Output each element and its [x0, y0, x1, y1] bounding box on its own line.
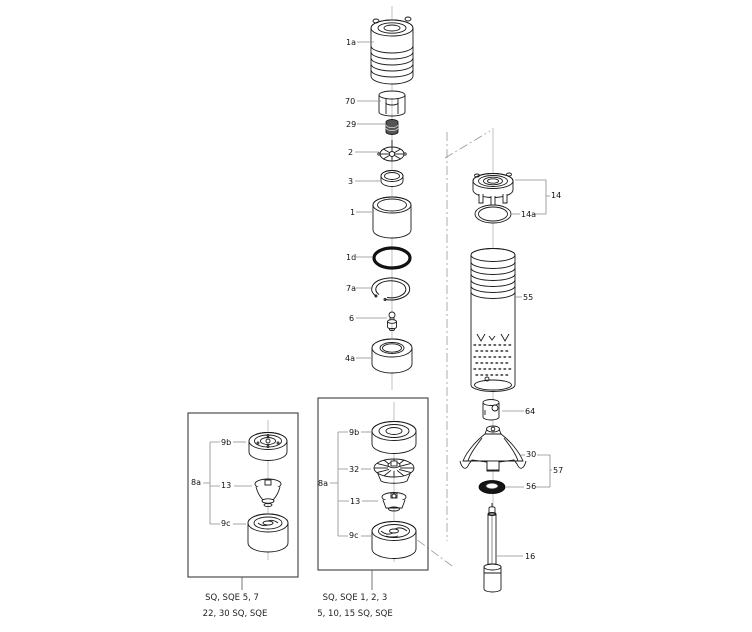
part-label-3: 3 [348, 177, 354, 186]
part-9b-bearing-middle [371, 421, 417, 454]
part-4a-seal-ring [371, 338, 413, 374]
part-label-1a: 1a [346, 38, 356, 47]
part-29-knurled-plug [385, 119, 399, 135]
bracket-middle-8a [330, 431, 378, 537]
part-label-30: 30 [526, 450, 537, 459]
caption-middle-models-line1: SQ, SQE 1, 2, 3 [322, 593, 388, 603]
part-14-flange [472, 172, 514, 207]
part-2-impeller-disc [377, 140, 407, 162]
part-label-left-13: 13 [221, 481, 232, 490]
caption-left-models-line2: 22, 30 SQ, SQE [202, 609, 268, 619]
part-label-56: 56 [526, 482, 537, 491]
part-16-shaft [483, 503, 502, 593]
caption-ticks [241, 570, 373, 590]
part-label-70: 70 [345, 97, 356, 106]
part-label-2: 2 [348, 148, 354, 157]
part-label-55: 55 [523, 293, 534, 302]
part-7a-snap-ring [371, 277, 411, 301]
part-label-mid-13: 13 [350, 497, 361, 506]
part-32-vane-impeller [373, 458, 415, 484]
part-label-mid-9c: 9c [349, 531, 359, 540]
part-label-16: 16 [525, 552, 536, 561]
part-13-impeller-left [254, 478, 282, 508]
part-label-left-9b: 9b [221, 438, 232, 447]
leader-lines-right [497, 296, 552, 557]
part-label-4a: 4a [345, 354, 355, 363]
part-9c-chamber-middle [371, 521, 417, 559]
part-6-valve [387, 311, 397, 331]
part-label-29: 29 [346, 120, 357, 129]
part-label-mid-32: 32 [349, 465, 360, 474]
part-label-14a: 14a [521, 210, 537, 219]
part-1a-pump-head [370, 16, 414, 85]
centerlines [267, 6, 494, 565]
part-3-ring [380, 170, 404, 187]
part-14a-o-ring [474, 204, 512, 224]
part-label-7a: 7a [346, 284, 356, 293]
part-1-cylinder [372, 196, 412, 239]
part-label-64: 64 [525, 407, 536, 416]
part-1d-o-ring [372, 246, 412, 270]
part-9c-chamber-left [247, 513, 289, 553]
part-label-6: 6 [349, 314, 355, 323]
part-55-motor-sleeve [470, 248, 516, 392]
part-label-1d: 1d [346, 253, 357, 262]
part-64-coupling [482, 399, 500, 421]
caption-middle-models-line2: 5, 10, 15 SQ, SQE [317, 609, 393, 619]
part-label-left-9c: 9c [221, 519, 231, 528]
part-label-14: 14 [551, 191, 562, 200]
bracket-right-14 [512, 179, 550, 215]
part-56-seal-ring [478, 480, 506, 494]
part-label-1: 1 [350, 208, 356, 217]
part-label-mid-9b: 9b [349, 428, 360, 437]
variant-box-middle [317, 397, 429, 571]
part-70-spider [378, 90, 406, 117]
leader-lines-main [355, 41, 387, 359]
variant-box-left [187, 412, 299, 578]
part-label-57: 57 [553, 466, 564, 475]
part-label-mid-8a: 8a [318, 479, 328, 488]
part-label-left-8a: 8a [191, 478, 201, 487]
part-30-suction-interconnector [459, 425, 527, 472]
bracket-left-8a [203, 441, 252, 525]
part-13-impeller-middle [381, 492, 407, 512]
caption-left-models-line1: SQ, SQE 5, 7 [205, 593, 259, 603]
part-9b-bearing-left [248, 432, 288, 461]
